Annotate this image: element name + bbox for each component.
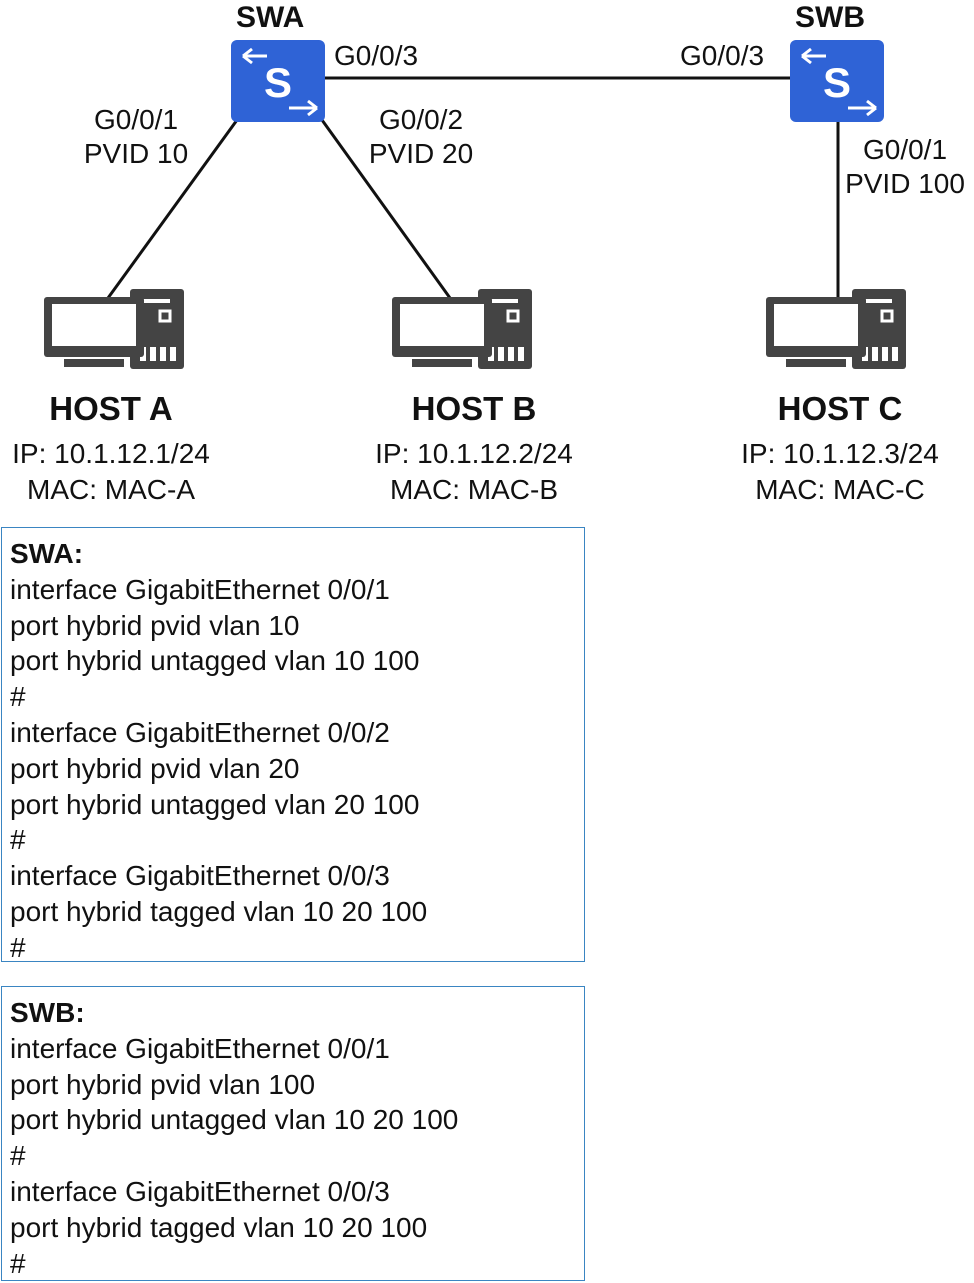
link-swa-hosta <box>106 119 239 299</box>
swb-config-box: SWB: interface GigabitEthernet 0/0/1 por… <box>1 986 585 1281</box>
host-c-ip: IP: 10.1.12.3/24 <box>741 438 939 469</box>
config-line: # <box>10 931 26 963</box>
host-b-name: HOST B <box>411 390 537 427</box>
host-a-mac: MAC: MAC-A <box>27 474 195 505</box>
config-line: interface GigabitEthernet 0/0/3 <box>10 1175 390 1207</box>
config-line: port hybrid untagged vlan 10 100 <box>10 645 420 677</box>
config-line: port hybrid pvid vlan 20 <box>10 752 300 784</box>
host-c-mac: MAC: MAC-C <box>755 474 925 505</box>
swb-config-title: SWB: <box>10 997 85 1028</box>
config-line: # <box>10 1140 26 1172</box>
host-b-mac: MAC: MAC-B <box>390 474 558 505</box>
swa-g002-pvid-label: PVID 20 <box>368 138 474 169</box>
swa-config-title: SWA: <box>10 538 84 569</box>
config-line: interface GigabitEthernet 0/0/1 <box>10 573 390 605</box>
swb-glyph: S <box>823 59 851 106</box>
config-line: interface GigabitEthernet 0/0/1 <box>10 1032 390 1064</box>
config-line: # <box>10 1247 26 1279</box>
config-line: port hybrid untagged vlan 20 100 <box>10 788 420 820</box>
swa-name: SWA <box>236 1 305 34</box>
host-b-ip: IP: 10.1.12.2/24 <box>375 438 573 469</box>
swb-g001-pvid-label: PVID 100 <box>845 168 965 199</box>
swa-g001-port-label: G0/0/1 <box>93 104 179 135</box>
swa-g002-port-label: G0/0/2 <box>378 104 464 135</box>
swb-g003-label: G0/0/3 <box>680 40 765 71</box>
link-layer <box>106 76 840 299</box>
link-swa-hostb <box>320 119 452 299</box>
config-line: interface GigabitEthernet 0/0/2 <box>10 716 390 748</box>
host-a-computer-icon[interactable] <box>44 289 186 369</box>
config-line: # <box>10 824 26 856</box>
swa-g001-pvid-label: PVID 10 <box>83 138 189 169</box>
host-a-name: HOST A <box>49 390 173 427</box>
swb-g001-port-label: G0/0/1 <box>862 134 948 165</box>
host-c-computer-icon[interactable] <box>766 289 908 369</box>
host-c-name: HOST C <box>777 390 903 427</box>
host-b-computer-icon[interactable] <box>392 289 534 369</box>
config-line: port hybrid pvid vlan 10 <box>10 609 300 641</box>
swa-glyph: S <box>264 59 292 106</box>
host-a-ip: IP: 10.1.12.1/24 <box>12 438 210 469</box>
swb-name: SWB <box>795 1 865 34</box>
swb-switch-icon[interactable]: S <box>790 40 884 122</box>
config-line: # <box>10 681 26 713</box>
config-line: port hybrid tagged vlan 10 20 100 <box>10 1211 428 1243</box>
swa-switch-icon[interactable]: S <box>231 40 325 122</box>
config-line: port hybrid pvid vlan 100 <box>10 1068 316 1100</box>
config-line: port hybrid untagged vlan 10 20 100 <box>10 1104 459 1136</box>
config-line: port hybrid tagged vlan 10 20 100 <box>10 895 428 927</box>
swa-g003-label: G0/0/3 <box>334 40 419 71</box>
config-line: interface GigabitEthernet 0/0/3 <box>10 860 390 892</box>
swa-config-box: SWA: interface GigabitEthernet 0/0/1 por… <box>1 527 585 963</box>
